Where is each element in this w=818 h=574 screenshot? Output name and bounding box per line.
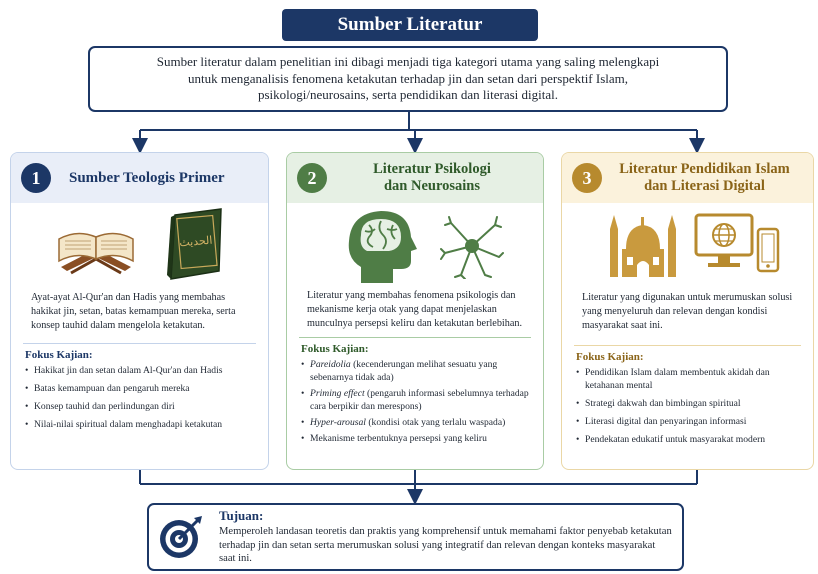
column-header: 2 Literatur Psikologi dan Neurosains (287, 153, 543, 203)
page-title: Sumber Literatur (282, 9, 538, 41)
column-number-badge: 1 (21, 163, 51, 193)
column-header: 3 Literatur Pendidikan Islam dan Literas… (562, 153, 813, 203)
column-description: Literatur yang membahas fenomena psikolo… (307, 290, 522, 329)
divider (23, 343, 256, 344)
goal-description: Memperoleh landasan teoretis dan praktis… (219, 526, 672, 565)
list-item: Literasi digital dan penyaringan informa… (576, 415, 805, 428)
divider (299, 337, 531, 338)
focus-list: Hakikat jin dan setan dalam Al-Qur'an da… (11, 364, 268, 431)
neuron-icon (440, 216, 504, 279)
computer-globe-icon (694, 213, 754, 267)
target-icon (160, 516, 202, 558)
focus-label: Fokus Kajian: (301, 343, 369, 355)
list-item: Batas kemampuan dan pengaruh mereka (25, 382, 260, 395)
intro-line: Sumber literatur dalam penelitian ini di… (156, 54, 660, 70)
column-description: Ayat-ayat Al-Qur'an dan Hadis yang memba… (31, 292, 236, 331)
column-illustration: الحديث (11, 203, 268, 285)
mosque-icon (610, 215, 676, 277)
column-title: Sumber Teologis Primer (69, 169, 225, 186)
hadith-book-icon: الحديث (167, 208, 222, 280)
list-item: Hakikat jin dan setan dalam Al-Qur'an da… (25, 364, 260, 377)
goal-title: Tujuan: (219, 508, 264, 524)
focus-list: Pendidikan Islam dalam membentuk akidah … (562, 366, 813, 446)
column-description: Literatur yang digunakan untuk merumuska… (582, 292, 793, 331)
list-item: Pareidolia (kecenderungan melihat sesuat… (301, 358, 535, 384)
column-number-badge: 2 (297, 163, 327, 193)
goal-text: Tujuan: Memperoleh landasan teoretis dan… (213, 506, 682, 568)
head-brain-icon (348, 211, 417, 283)
goal-box: Tujuan: Memperoleh landasan teoretis dan… (147, 503, 684, 571)
list-item: Strategi dakwah dan bimbingan spiritual (576, 397, 805, 410)
column-islamic-education-digital-literacy: 3 Literatur Pendidikan Islam dan Literas… (561, 152, 814, 470)
focus-list: Pareidolia (kecenderungan melihat sesuat… (287, 358, 543, 445)
intro-line: psikologi/neurosains, serta pendidikan d… (257, 87, 559, 103)
column-number-badge: 3 (572, 163, 602, 193)
column-illustration (562, 203, 813, 285)
quran-on-stand-icon (58, 232, 134, 275)
focus-label: Fokus Kajian: (576, 351, 644, 363)
list-item: Priming effect (pengaruh informasi sebel… (301, 387, 535, 413)
list-item: Mekanisme terbentuknya persepsi yang kel… (301, 432, 535, 445)
intro-line: untuk menganalisis fenomena ketakutan te… (187, 70, 629, 86)
column-title: Literatur Pendidikan Islam dan Literasi … (619, 161, 790, 194)
list-item: Pendidikan Islam dalam membentuk akidah … (576, 366, 805, 392)
column-theological-sources: 1 Sumber Teologis Primer الحديث Ayat-aya… (10, 152, 269, 470)
divider (574, 345, 801, 346)
goal-icon-wrapper (149, 507, 213, 567)
column-title: Literatur Psikologi dan Neurosains (373, 161, 491, 194)
intro-box: Sumber literatur dalam penelitian ini di… (88, 46, 728, 112)
list-item: Konsep tauhid dan perlindungan diri (25, 400, 260, 413)
column-psychology-neuroscience: 2 Literatur Psikologi dan Neurosains (286, 152, 544, 470)
list-item: Pendekatan edukatif untuk masyarakat mod… (576, 433, 805, 446)
hadith-book-label: الحديث (179, 234, 213, 250)
column-illustration (287, 203, 543, 285)
list-item: Hyper-arousal (kondisi otak yang terlalu… (301, 416, 535, 429)
focus-label: Fokus Kajian: (25, 349, 93, 361)
smartphone-icon (756, 227, 780, 273)
list-item: Nilai-nilai spiritual dalam menghadapi k… (25, 418, 260, 431)
column-header: 1 Sumber Teologis Primer (11, 153, 268, 203)
